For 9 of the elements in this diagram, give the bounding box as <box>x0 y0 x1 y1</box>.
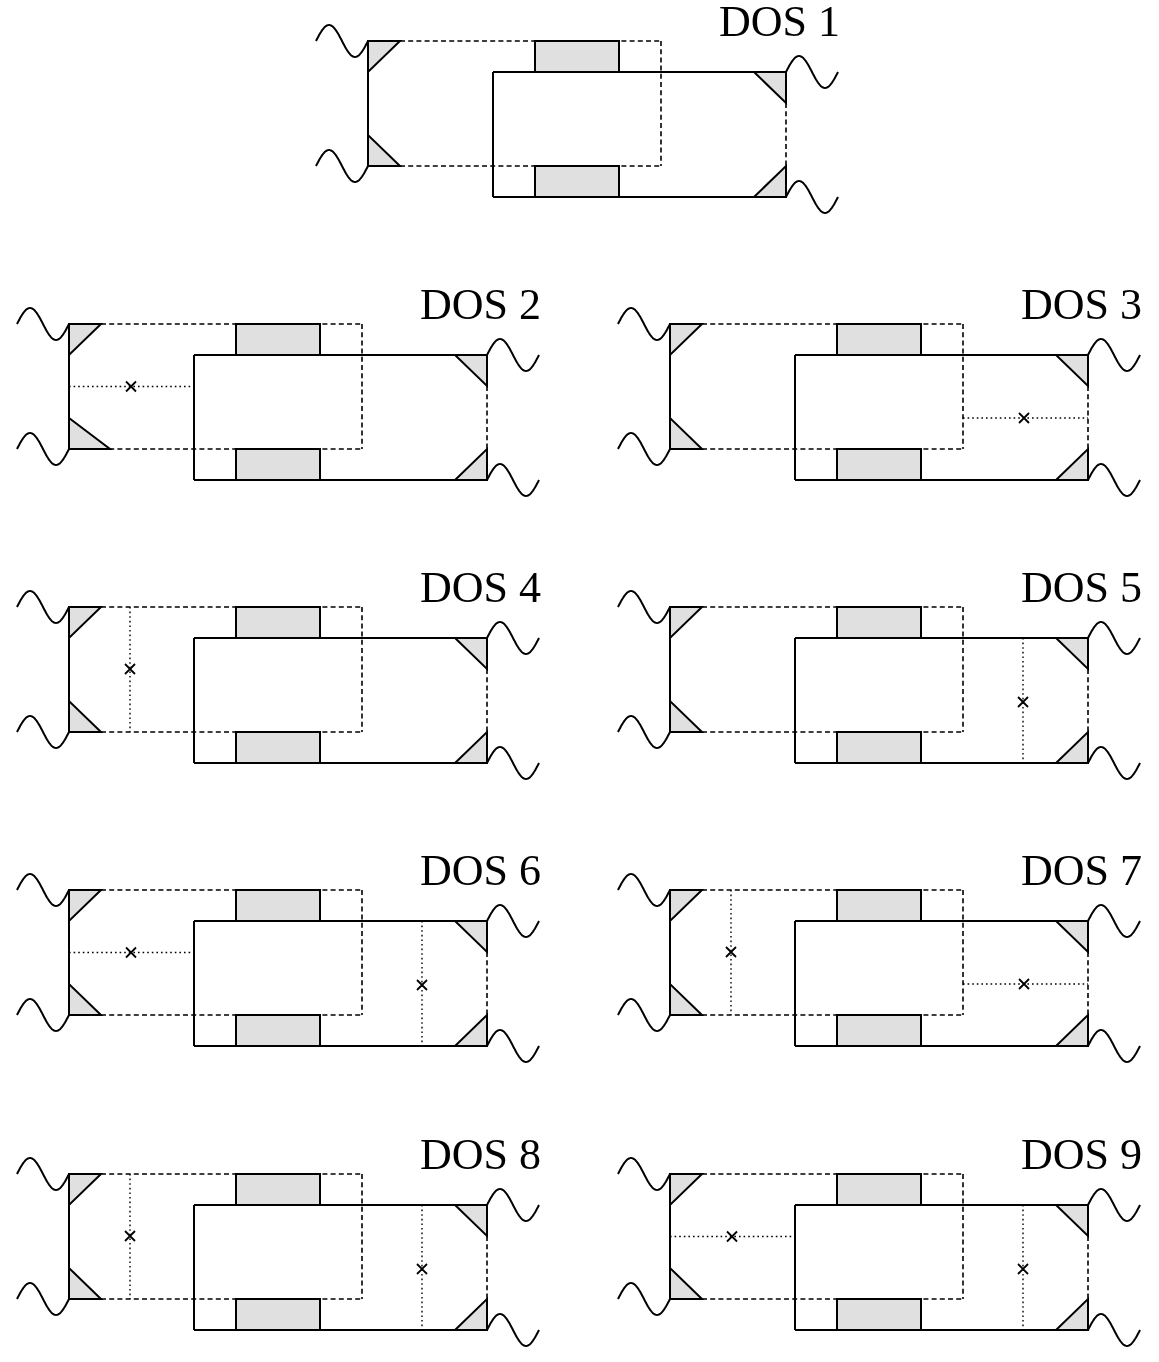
panel-title: DOS 2 <box>419 283 541 327</box>
panel-title: DOS 8 <box>419 1133 541 1177</box>
panel-title: DOS 5 <box>1020 566 1142 610</box>
panel-title: DOS 9 <box>1020 1133 1142 1177</box>
panel-title: DOS 4 <box>419 566 541 610</box>
panel-title: DOS 7 <box>1020 849 1142 893</box>
panel-title: DOS 1 <box>718 0 840 44</box>
panel-title: DOS 3 <box>1020 283 1142 327</box>
panel-title: DOS 6 <box>419 849 541 893</box>
